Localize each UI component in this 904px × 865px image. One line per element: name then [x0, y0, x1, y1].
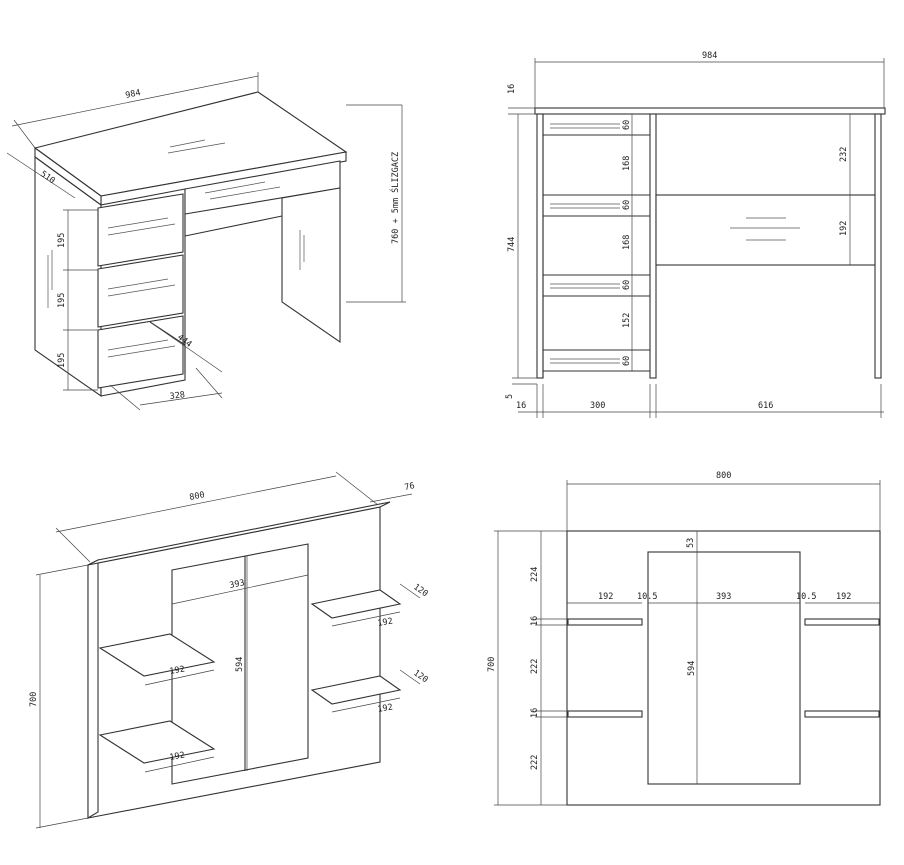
panel-front-mirror-height: 594 — [687, 661, 697, 676]
panel-iso-shelf-w1: 192 — [169, 664, 186, 677]
desk-front-height-label: 744 — [507, 237, 517, 252]
desk-right-stack-2: 192 — [839, 221, 849, 236]
desk-iso-drawer-height-3: 195 — [57, 353, 67, 368]
desk-front-right-side — [874, 113, 882, 379]
panel-iso-height-label: 700 — [29, 692, 39, 707]
panel-iso-mirror — [171, 543, 309, 785]
panel-front-gap-left: 10.5 — [637, 592, 657, 602]
panel-front-shelf-3 — [567, 710, 643, 718]
desk-front-view: 984 16 744 5 16 300 616 60 168 60 168 60… — [505, 51, 886, 418]
panel-front-shelf-4 — [804, 710, 880, 718]
desk-front-right-width: 616 — [758, 401, 773, 411]
panel-front-stack-4: 16 — [530, 708, 540, 718]
panel-front-mirror-width: 393 — [716, 592, 731, 602]
panel-front-gap-right: 10.5 — [796, 592, 816, 602]
desk-iso-height-label: 760 + 5mm ŚLIZGACZ — [389, 152, 401, 244]
panel-iso-shelf-1 — [98, 633, 216, 677]
shelf-panel-isometric-view: 393 594 192 192 192 192 120 120 800 76 7… — [29, 471, 430, 829]
panel-iso-mirror-width: 393 — [229, 578, 246, 591]
desk-iso-drawer-height-2: 195 — [57, 293, 67, 308]
desk-stack-1: 60 — [622, 120, 632, 130]
desk-front-top-drawer — [655, 194, 876, 266]
panel-iso-shelf-3 — [310, 589, 402, 619]
desk-isometric-view: 984 510 760 + 5mm ŚLIZGACZ 195 195 195 4… — [6, 72, 406, 411]
desk-front-left-width: 300 — [590, 401, 605, 411]
desk-front-side-label: 16 — [516, 401, 526, 411]
desk-front-top — [534, 107, 886, 115]
desk-front-width-label: 984 — [702, 51, 717, 61]
desk-stack-4: 168 — [622, 235, 632, 250]
panel-front-mirror-top: 53 — [686, 538, 696, 548]
panel-front-mirror — [647, 551, 801, 785]
panel-front-width-label: 800 — [716, 471, 731, 481]
desk-stack-7: 60 — [622, 356, 632, 366]
panel-front-shelf-width-right: 192 — [836, 592, 851, 602]
desk-iso-drawer-width: 328 — [169, 390, 185, 402]
desk-front-glide-label: 5 — [505, 394, 515, 399]
desk-right-leg-panel — [281, 187, 341, 344]
desk-stack-5: 60 — [622, 280, 632, 290]
desk-stack-3: 60 — [622, 200, 632, 210]
panel-front-stack-3: 222 — [530, 659, 540, 674]
desk-front-left-side — [536, 113, 544, 379]
panel-iso-width-label: 800 — [189, 490, 206, 503]
panel-iso-side — [87, 559, 99, 819]
desk-front-top-thickness: 16 — [507, 84, 517, 94]
panel-iso-shelf-w4: 192 — [377, 702, 394, 715]
panel-front-stack-5: 222 — [530, 755, 540, 770]
desk-front-mid-side — [649, 113, 657, 379]
panel-iso-shelf-depth-1: 120 — [411, 582, 429, 599]
panel-front-height-label: 700 — [487, 657, 497, 672]
panel-iso-top — [87, 501, 391, 566]
panel-iso-shelf-w2: 192 — [169, 750, 186, 763]
panel-front-stack-1: 224 — [530, 567, 540, 582]
panel-iso-depth-label: 76 — [404, 481, 416, 493]
desk-stack-6: 152 — [622, 313, 632, 328]
panel-front-shelf-width-left: 192 — [598, 592, 613, 602]
desk-iso-width-label: 984 — [125, 88, 142, 101]
desk-right-stack-1: 232 — [839, 147, 849, 162]
panel-front-shelf-2 — [804, 618, 880, 626]
desk-iso-drawer-height-1: 195 — [57, 233, 67, 248]
panel-iso-mirror-height: 594 — [235, 657, 245, 672]
panel-iso-shelf-2 — [98, 720, 216, 764]
panel-front-shelf-1 — [567, 618, 643, 626]
panel-iso-shelf-4 — [310, 675, 402, 705]
panel-iso-shelf-depth-2: 120 — [411, 668, 429, 685]
desk-stack-2: 168 — [622, 156, 632, 171]
panel-front-stack-2: 16 — [530, 616, 540, 626]
shelf-panel-front-view: 800 700 53 393 594 192 10.5 10.5 192 224… — [487, 471, 881, 806]
panel-iso-shelf-w3: 192 — [377, 616, 394, 629]
